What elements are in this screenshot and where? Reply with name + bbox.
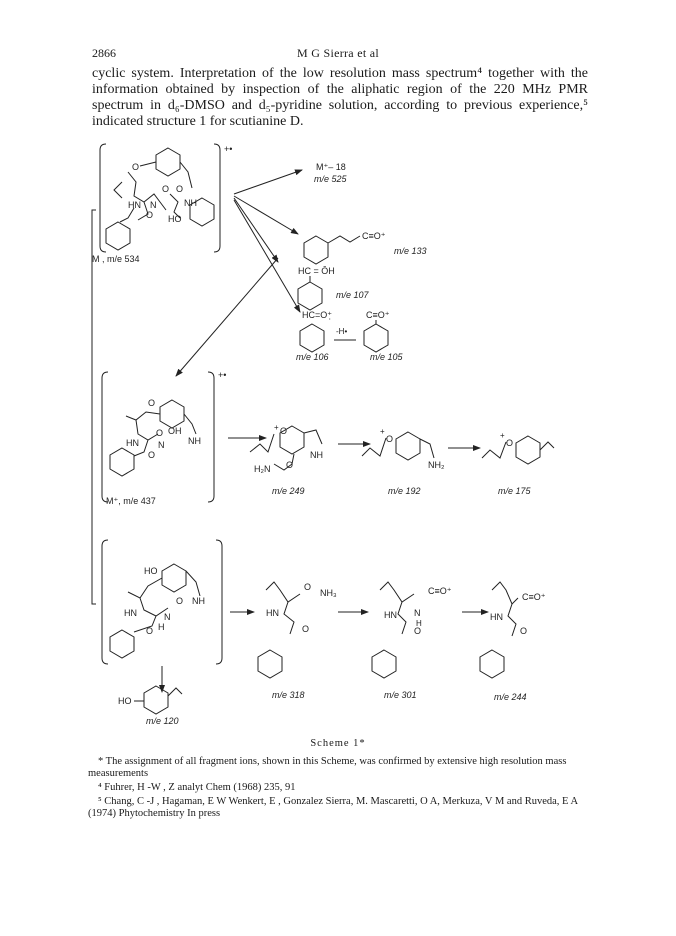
footnote: * The assignment of all fragment ions, s…	[88, 756, 567, 779]
fragment-label: m/e 175	[498, 486, 532, 496]
h-atom: H	[416, 619, 422, 628]
fragment-m120: HO m/e 120	[118, 666, 183, 726]
label-m534: M , m/e 534	[92, 254, 140, 264]
fragment-label: m/e 244	[494, 692, 527, 702]
page-number: 2866	[92, 46, 116, 60]
acylium-group: C≡O⁺	[428, 586, 452, 596]
o-atom: O	[148, 450, 155, 460]
bracket-right	[215, 539, 223, 665]
fragment-label: m/e 107	[336, 290, 370, 300]
fragment-m133: C≡O⁺ m/e 133	[303, 231, 427, 265]
reaction-scheme: O O O NH HN N O HO +• M , m/e 534 M⁺– 18…	[88, 138, 588, 735]
footnote: ⁵ Chang, C -J , Hagaman, E W Wenkert, E …	[88, 796, 578, 819]
ho-group: HO	[144, 566, 158, 576]
fragment-label: m/e 192	[388, 486, 421, 496]
radical-cation-group: HC=O⁺̣	[302, 310, 332, 321]
scheme-svg: O O O NH HN N O HO +• M , m/e 534 M⁺– 18…	[91, 143, 555, 726]
scheme-caption: Scheme 1*	[310, 738, 366, 749]
n-atom: N	[158, 440, 165, 450]
structure-m437: O OH O NH HN N O +•	[101, 370, 226, 503]
footnote: ⁴ Fuhrer, H -W , Z analyt Chem (1968) 23…	[98, 782, 296, 793]
paragraph-text: cyclic system. Interpretation of the low…	[92, 66, 588, 129]
fragment-row-2: + O O NH H₂N m/e 249 + O NH₂ m/e 192 + O…	[228, 423, 555, 496]
bracket-left	[99, 143, 107, 253]
benzene-ring	[105, 221, 131, 251]
h2n-group: H₂N	[254, 464, 271, 474]
acylium-group: C≡O⁺	[362, 231, 386, 241]
plus-sign: +	[380, 427, 385, 436]
o-atom: O	[132, 162, 139, 172]
bracket-left	[101, 539, 109, 665]
o-atom: O	[520, 626, 527, 636]
o-atom: O	[304, 582, 311, 592]
o-atom: O	[286, 460, 293, 470]
fragment-label: m/e 249	[272, 486, 305, 496]
o-atom: O	[146, 210, 153, 220]
o-atom: O	[280, 426, 287, 436]
nh2-group: NH₂	[428, 460, 445, 470]
structure-m534: O O O NH HN N O HO +•	[99, 143, 232, 253]
hn-group: HN	[384, 610, 397, 620]
plus-sign: +	[500, 431, 505, 440]
connector-bracket	[91, 209, 96, 605]
footnotes: * The assignment of all fragment ions, s…	[88, 756, 592, 822]
fragment-m107: HC = ŌH m/e 107	[297, 266, 370, 311]
acylium-group: C≡O⁺	[522, 592, 546, 602]
fragment-label: m/e 525	[314, 174, 348, 184]
n-atom: N	[150, 200, 157, 210]
o-atom: O	[176, 184, 183, 194]
hn-group: HN	[266, 608, 279, 618]
fragment-label: M⁺– 18	[316, 162, 346, 172]
nh3-group: NH₃	[320, 588, 337, 598]
fragment-label: m/e 301	[384, 690, 417, 700]
nh-group: NH	[192, 596, 205, 606]
n-atom: N	[414, 608, 421, 618]
o-atom: O	[176, 596, 183, 606]
o-atom: O	[302, 624, 309, 634]
h-loss-label: -H•	[336, 327, 347, 336]
bracket-left	[101, 371, 109, 503]
bracket-right	[207, 371, 215, 503]
ho-group: HO	[168, 214, 182, 224]
hn-group: HN	[124, 608, 137, 618]
nh-group: NH	[184, 198, 197, 208]
hn-group: HN	[128, 200, 141, 210]
benzene-ring	[189, 197, 215, 227]
nh-group: NH	[310, 450, 323, 460]
oh-group: OH	[168, 426, 182, 436]
fragment-label: m/e 318	[272, 690, 305, 700]
acylium-group: C≡O⁺	[366, 310, 390, 320]
fragment-row-3: O NH₃ HN O m/e 318 C≡O⁺ N H HN O m/e 301…	[230, 581, 546, 702]
radical-cation-sign: +•	[218, 370, 226, 380]
fragment-m106-m105: HC=O⁺̣ -H• C≡O⁺ m/e 106 m/e 105	[296, 310, 404, 362]
ho-group: HO	[118, 696, 132, 706]
structure-third: HO O NH HN N H O	[101, 539, 223, 665]
n-atom: N	[164, 612, 171, 622]
fragment-label: m/e 120	[146, 716, 179, 726]
radical-cation-sign: +•	[224, 144, 232, 154]
hn-group: HN	[126, 438, 139, 448]
fragmentation-arrows-top	[175, 169, 303, 377]
o-atom: O	[156, 428, 163, 438]
o-atom: O	[506, 438, 513, 448]
label-m437: M⁺, m/e 437	[106, 496, 156, 506]
benzene-ring	[155, 147, 181, 177]
fragment-label: m/e 105	[370, 352, 404, 362]
hn-group: HN	[490, 612, 503, 622]
body-paragraph: cyclic system. Interpretation of the low…	[92, 66, 588, 130]
o-atom: O	[146, 626, 153, 636]
o-atom: O	[414, 626, 421, 636]
o-atom: O	[386, 434, 393, 444]
o-atom: O	[162, 184, 169, 194]
bracket-right	[213, 143, 221, 253]
fragment-label: m/e 106	[296, 352, 329, 362]
nh-group: NH	[188, 436, 201, 446]
running-head: M G Sierra et al	[296, 46, 380, 60]
h-atom: H	[158, 622, 165, 632]
fragment-label: m/e 133	[394, 246, 427, 256]
oxonium-group: HC = ŌH	[298, 266, 335, 276]
plus-sign: +	[274, 423, 279, 432]
o-atom: O	[148, 398, 155, 408]
